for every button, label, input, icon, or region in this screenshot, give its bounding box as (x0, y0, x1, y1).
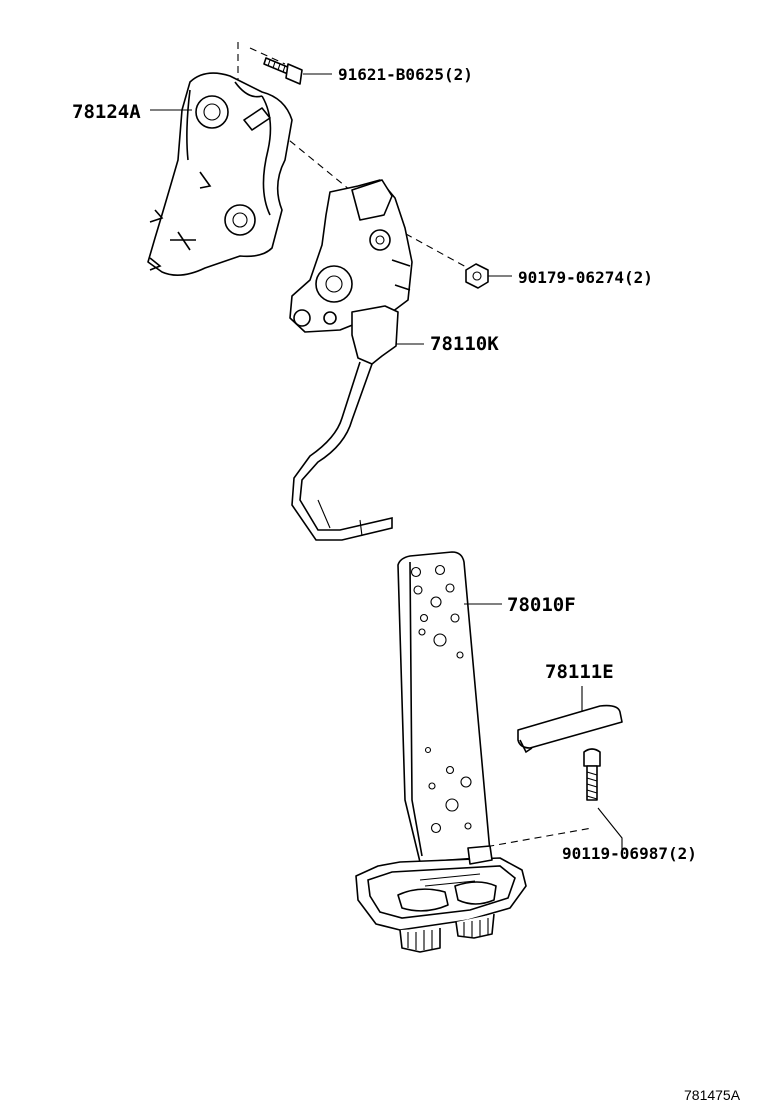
leader-lines (150, 73, 623, 850)
bracket-drawing (147, 72, 293, 276)
label-nut: 90179-06274(2) (518, 268, 653, 287)
sensor-lever-drawing (289, 179, 413, 541)
label-bolt-top: 91621-B0625(2) (338, 65, 473, 84)
figure-number: 781475A (684, 1087, 741, 1103)
label-pad: 78111E (545, 661, 614, 683)
bottom-bolt-drawing (583, 748, 601, 801)
nut-drawing (465, 263, 489, 289)
label-bracket: 78124A (72, 101, 141, 123)
top-bolt-drawing (263, 57, 303, 85)
label-pedal: 78010F (507, 594, 576, 616)
pedal-drawing (355, 551, 527, 953)
part-labels: 78124A 91621-B0625(2) 90179-06274(2) 781… (72, 65, 741, 1103)
label-bolt-bottom: 90119-06987(2) (562, 844, 697, 863)
label-sensor-lever: 78110K (430, 333, 499, 355)
pad-drawing (517, 704, 623, 754)
